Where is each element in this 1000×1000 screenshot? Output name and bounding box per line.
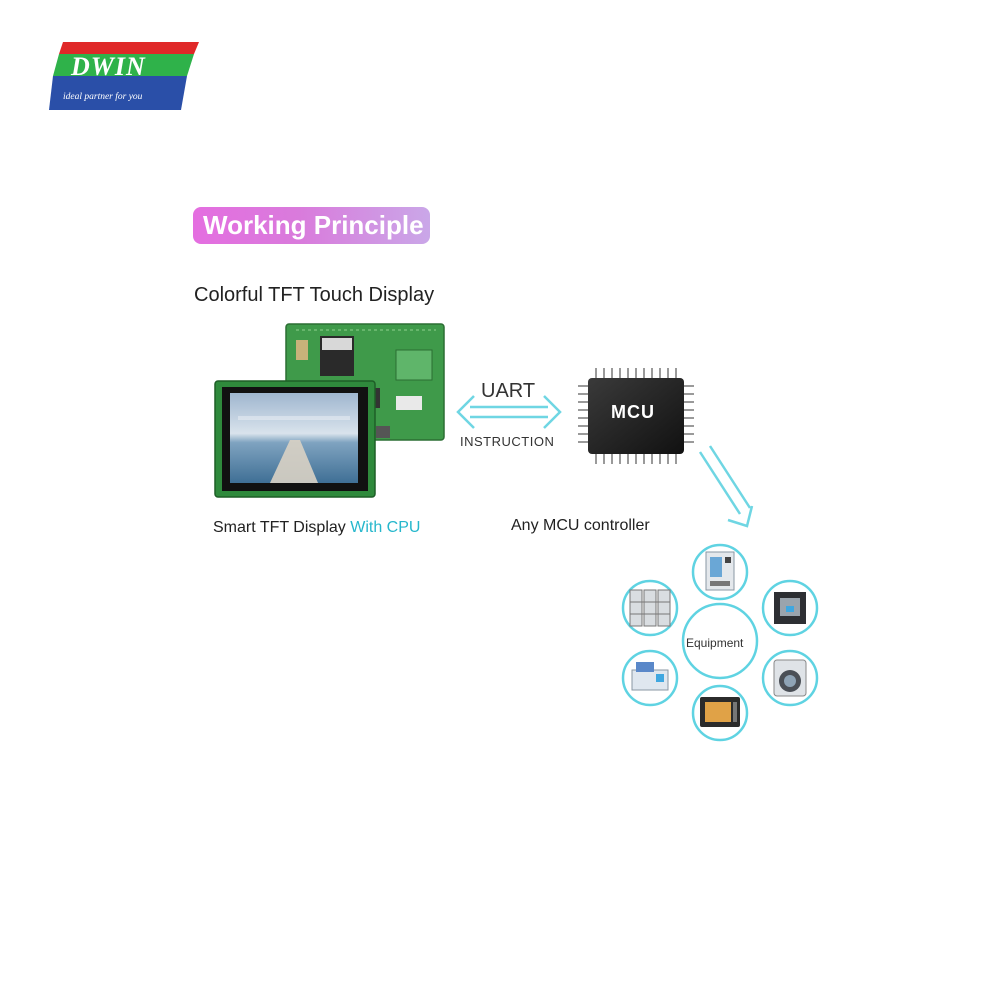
vending-machine-icon [693, 545, 747, 599]
hub-label: Equipment [686, 636, 743, 650]
3d-printer-icon [763, 581, 817, 635]
link-type-label: INSTRUCTION [460, 434, 554, 449]
server-cabinet-icon [623, 581, 677, 635]
controller-caption: Any MCU controller [511, 517, 650, 535]
medical-device-icon [623, 651, 677, 705]
tft-display-icon [215, 381, 375, 497]
chip-label: MCU [611, 402, 655, 423]
display-caption: Smart TFT Display With CPU [213, 519, 420, 537]
washing-machine-icon [763, 651, 817, 705]
diagonal-arrow-icon [700, 446, 752, 526]
link-protocol-label: UART [481, 380, 535, 403]
display-caption-accent: With CPU [350, 519, 420, 536]
oven-icon [693, 686, 747, 740]
display-caption-main: Smart TFT Display [213, 519, 346, 536]
